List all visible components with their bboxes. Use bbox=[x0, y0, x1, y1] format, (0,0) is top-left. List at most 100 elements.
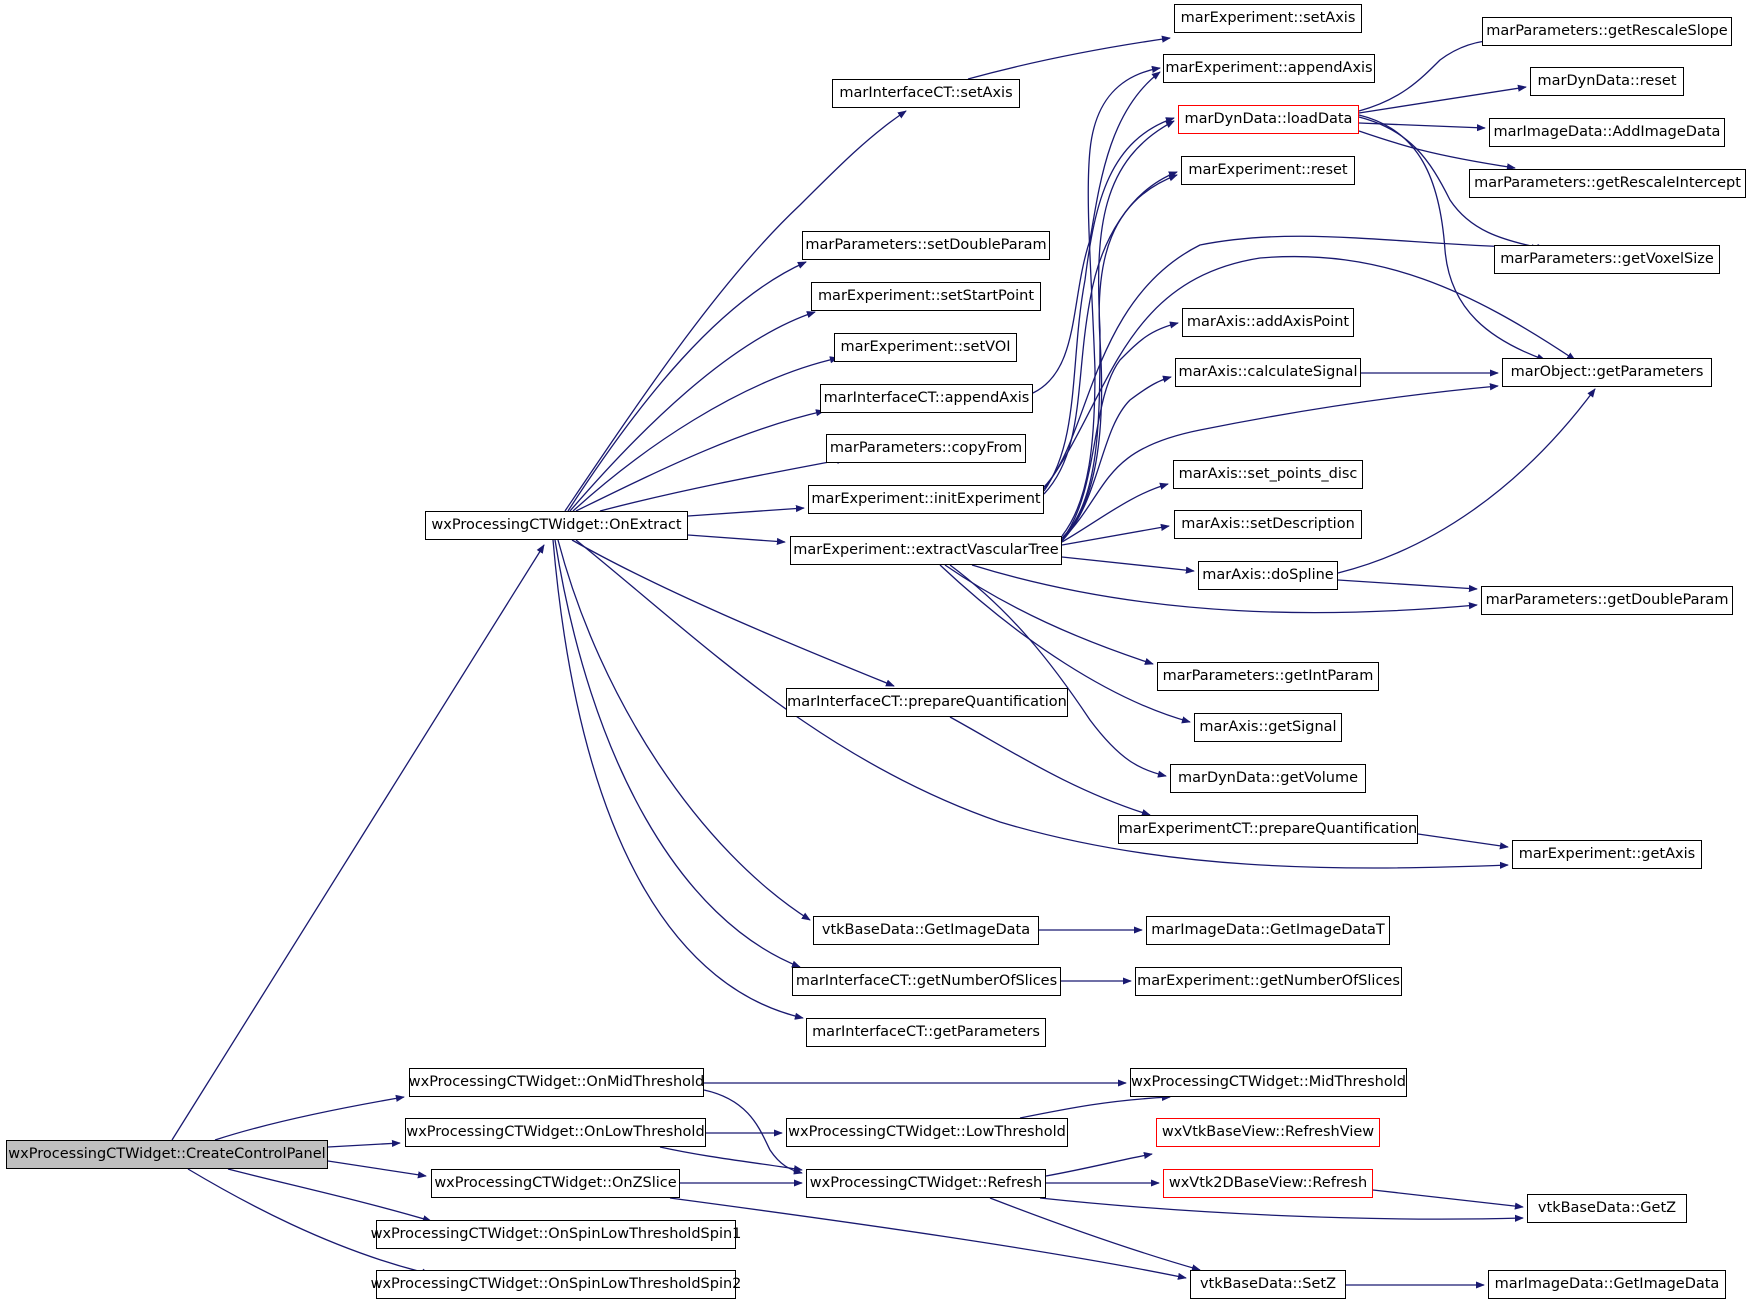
node-dyn-data-reset[interactable]: marDynData::reset bbox=[1530, 67, 1684, 96]
node-experiment-set-start-point[interactable]: marExperiment::setStartPoint bbox=[811, 282, 1041, 311]
edge-ext-setdesc bbox=[1061, 523, 1170, 546]
node-axis-set-description[interactable]: marAxis::setDescription bbox=[1174, 510, 1362, 539]
node-mid-threshold[interactable]: wxProcessingCTWidget::MidThreshold bbox=[1130, 1068, 1407, 1097]
edge-root-spin1 bbox=[227, 1168, 432, 1223]
edge-ext-addaxis bbox=[1061, 321, 1179, 541]
node-axis-get-signal[interactable]: marAxis::getSignal bbox=[1194, 713, 1342, 742]
edge-refresh-getz bbox=[1039, 1197, 1524, 1222]
node-axis-add-axis-point[interactable]: marAxis::addAxisPoint bbox=[1182, 308, 1354, 337]
node-vtk-base-data-set-z[interactable]: vtkBaseData::SetZ bbox=[1190, 1270, 1346, 1299]
node-parameters-copy-from[interactable]: marParameters::copyFrom bbox=[826, 434, 1026, 463]
edge-ox-copyfrom bbox=[599, 456, 846, 512]
node-axis-do-spline[interactable]: marAxis::doSpline bbox=[1198, 561, 1338, 590]
edge-root-onextract bbox=[171, 544, 545, 1141]
node-parameters-set-double-param[interactable]: marParameters::setDoubleParam bbox=[802, 231, 1050, 260]
edge-ext-dospline bbox=[1061, 556, 1195, 574]
node-interface-ct-set-axis[interactable]: marInterfaceCT::setAxis bbox=[832, 79, 1020, 108]
node-low-threshold[interactable]: wxProcessingCTWidget::LowThreshold bbox=[786, 1118, 1068, 1147]
node-experiment-init-experiment[interactable]: marExperiment::initExperiment bbox=[808, 485, 1044, 514]
node-create-control-panel[interactable]: wxProcessingCTWidget::CreateControlPanel bbox=[6, 1140, 328, 1169]
edge-loaddata-rescaleslope bbox=[1358, 36, 1501, 112]
edge-root-onlow bbox=[327, 1139, 401, 1148]
edge-ox-setstart bbox=[569, 311, 816, 512]
node-image-data-get-image-data-t[interactable]: marImageData::GetImageDataT bbox=[1146, 916, 1390, 945]
edge-ext-objparams bbox=[1061, 383, 1499, 541]
node-vtk-base-data-get-z[interactable]: vtkBaseData::GetZ bbox=[1527, 1194, 1687, 1223]
edge-ext-meappend bbox=[1061, 65, 1161, 537]
node-experiment-extract-vascular-tree[interactable]: marExperiment::extractVascularTree bbox=[790, 536, 1062, 565]
edge-ox-icprep bbox=[571, 539, 895, 687]
node-image-data-add-image-data[interactable]: marImageData::AddImageData bbox=[1489, 118, 1725, 147]
node-experiment-reset[interactable]: marExperiment::reset bbox=[1181, 156, 1355, 185]
edge-root-onzslice bbox=[327, 1160, 427, 1179]
node-interface-ct-get-parameters[interactable]: marInterfaceCT::getParameters bbox=[806, 1018, 1046, 1047]
edge-ox-init bbox=[687, 504, 805, 517]
edge-icappend-meappend bbox=[1032, 71, 1161, 394]
node-interface-ct-prepare-quantification[interactable]: marInterfaceCT::prepareQuantification bbox=[786, 688, 1068, 717]
node-vtk-2d-base-view-refresh[interactable]: wxVtk2DBaseView::Refresh bbox=[1163, 1169, 1373, 1198]
edge-2drefresh-getz bbox=[1372, 1189, 1524, 1210]
node-parameters-get-int-param[interactable]: marParameters::getIntParam bbox=[1157, 662, 1379, 691]
edge-refresh-refreshview bbox=[1045, 1151, 1153, 1177]
edge-ext-reset bbox=[1061, 174, 1178, 541]
node-experiment-set-voi[interactable]: marExperiment::setVOI bbox=[834, 333, 1017, 362]
edge-icprep-mectprep bbox=[949, 716, 1151, 817]
node-vtk-base-view-refresh-view[interactable]: wxVtkBaseView::RefreshView bbox=[1156, 1118, 1380, 1147]
node-experiment-set-axis[interactable]: marExperiment::setAxis bbox=[1174, 4, 1362, 33]
edge-loaddata-objparams bbox=[1358, 114, 1546, 361]
edge-mectprep-getaxis bbox=[1417, 833, 1509, 850]
edge-ox-extract bbox=[687, 534, 786, 546]
edge-ox-megetaxis bbox=[575, 539, 1509, 869]
edge-loaddata-rescaleint bbox=[1358, 130, 1516, 171]
edge-loaddata-dynreset bbox=[1358, 84, 1527, 114]
edge-ox-icappend bbox=[575, 409, 825, 512]
node-parameters-get-double-param[interactable]: marParameters::getDoubleParam bbox=[1481, 586, 1733, 615]
edge-icsetaxis-mesetaxis bbox=[967, 35, 1171, 80]
node-object-get-parameters[interactable]: marObject::getParameters bbox=[1502, 358, 1712, 387]
edge-ext-setpoints bbox=[1061, 482, 1169, 543]
edge-ext-getsignal bbox=[939, 564, 1191, 724]
edge-ox-vbdgetimg bbox=[557, 539, 811, 921]
node-experiment-append-axis[interactable]: marExperiment::appendAxis bbox=[1163, 54, 1375, 83]
edge-ox-icslices bbox=[554, 539, 801, 968]
edge-root-spin2 bbox=[187, 1168, 431, 1276]
edge-ext-calcsignal bbox=[1061, 375, 1172, 542]
node-vtk-base-data-get-image-data[interactable]: vtkBaseData::GetImageData bbox=[813, 916, 1039, 945]
node-interface-ct-append-axis[interactable]: marInterfaceCT::appendAxis bbox=[820, 384, 1033, 413]
edge-ext-getvolume bbox=[949, 564, 1167, 778]
node-dyn-data-load-data[interactable]: marDynData::loadData bbox=[1178, 105, 1359, 134]
edge-onzslice-setz bbox=[669, 1197, 1187, 1280]
node-experiment-get-number-of-slices[interactable]: marExperiment::getNumberOfSlices bbox=[1135, 967, 1402, 996]
edge-ox-icsetaxis bbox=[564, 110, 907, 512]
node-on-mid-threshold[interactable]: wxProcessingCTWidget::OnMidThreshold bbox=[409, 1068, 704, 1097]
edge-ox-setvoi bbox=[572, 356, 839, 512]
node-axis-calculate-signal[interactable]: marAxis::calculateSignal bbox=[1175, 358, 1361, 387]
edge-onlow-refresh bbox=[659, 1146, 803, 1173]
node-on-spin-low-threshold-spin2[interactable]: wxProcessingCTWidget::OnSpinLowThreshold… bbox=[371, 1270, 741, 1299]
edge-lowthresh-midthresh bbox=[1019, 1093, 1171, 1119]
node-on-spin-low-threshold-spin1[interactable]: wxProcessingCTWidget::OnSpinLowThreshold… bbox=[371, 1220, 741, 1249]
edge-init-voxelsize bbox=[1043, 235, 1541, 488]
edge-init-loaddata bbox=[1043, 117, 1175, 492]
node-image-data-get-image-data[interactable]: marImageData::GetImageData bbox=[1488, 1270, 1726, 1299]
node-axis-set-points-disc[interactable]: marAxis::set_points_disc bbox=[1173, 460, 1363, 489]
edge-ox-icparams bbox=[552, 539, 804, 1020]
node-parameters-get-voxel-size[interactable]: marParameters::getVoxelSize bbox=[1494, 245, 1720, 274]
node-on-low-threshold[interactable]: wxProcessingCTWidget::OnLowThreshold bbox=[405, 1118, 706, 1147]
edge-dospline-getdouble bbox=[1337, 579, 1478, 593]
edge-ox-setdouble bbox=[567, 261, 807, 512]
edge-root-onmid bbox=[214, 1094, 405, 1141]
node-dyn-data-get-volume[interactable]: marDynData::getVolume bbox=[1170, 764, 1366, 793]
node-interface-ct-get-number-of-slices[interactable]: marInterfaceCT::getNumberOfSlices bbox=[792, 967, 1061, 996]
node-refresh[interactable]: wxProcessingCTWidget::Refresh bbox=[806, 1169, 1046, 1198]
node-parameters-get-rescale-slope[interactable]: marParameters::getRescaleSlope bbox=[1482, 17, 1732, 46]
edge-refresh-setz bbox=[989, 1197, 1201, 1272]
node-on-extract[interactable]: wxProcessingCTWidget::OnExtract bbox=[425, 511, 688, 540]
node-on-zslice[interactable]: wxProcessingCTWidget::OnZSlice bbox=[431, 1169, 680, 1198]
node-experiment-get-axis[interactable]: marExperiment::getAxis bbox=[1512, 840, 1702, 869]
edge-ext-getint bbox=[944, 564, 1154, 665]
node-parameters-get-rescale-intercept[interactable]: marParameters::getRescaleIntercept bbox=[1469, 169, 1746, 198]
node-experiment-ct-prepare-quantification[interactable]: marExperimentCT::prepareQuantification bbox=[1118, 815, 1418, 844]
edge-dospline-objparams bbox=[1337, 388, 1596, 574]
